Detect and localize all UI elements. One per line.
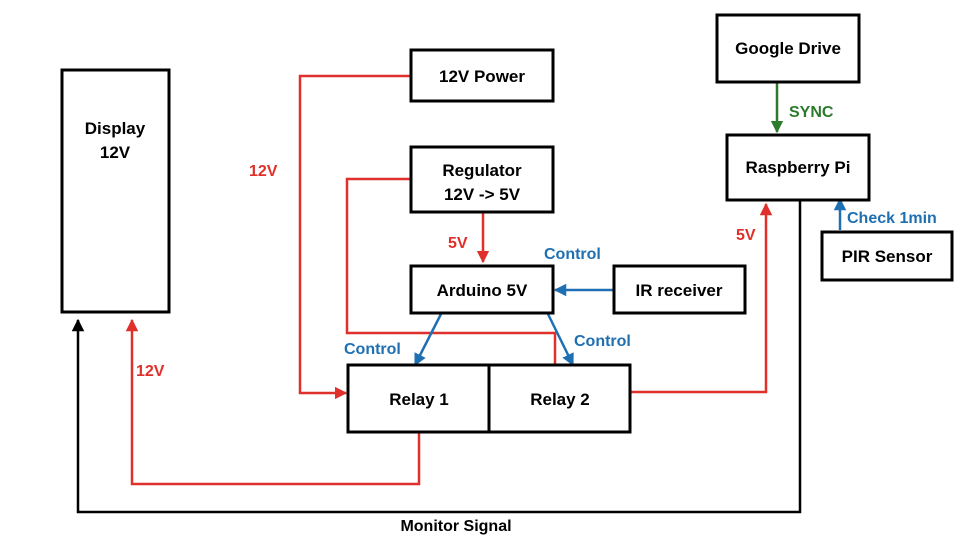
google-drive-node: Google Drive <box>715 13 861 84</box>
display-node: Display 12V <box>60 68 171 314</box>
ir-receiver-node: IR receiver <box>612 264 747 315</box>
label-pir-to-pi: Check 1min <box>847 210 937 227</box>
label-relay2-to-pi: 5V <box>736 227 756 244</box>
display-label-line2: 12V <box>100 143 131 162</box>
ir-receiver-label: IR receiver <box>636 281 723 300</box>
google-drive-label: Google Drive <box>735 39 841 58</box>
wire-arduino-to-relay1 <box>413 313 443 367</box>
relay2-node: Relay 2 <box>487 363 632 434</box>
wire-relay1-to-display <box>125 318 421 486</box>
label-drive-to-pi: SYNC <box>789 104 834 121</box>
regulator-label-line2: 12V -> 5V <box>444 185 521 204</box>
raspberry-pi-label: Raspberry Pi <box>746 158 851 177</box>
wire-relay2-to-pi <box>630 202 773 394</box>
relay1-node: Relay 1 <box>346 363 491 434</box>
label-arduino-to-relay2: Control <box>574 333 631 350</box>
relay2-label: Relay 2 <box>530 390 590 409</box>
wire-pi-to-display <box>71 201 802 514</box>
regulator-node: Regulator 12V -> 5V <box>409 145 555 214</box>
regulator-label-line1: Regulator <box>442 161 522 180</box>
label-regulator-to-arduino: 5V <box>448 235 468 252</box>
label-arduino-to-relay1: Control <box>344 341 401 358</box>
power-12v-label: 12V Power <box>439 67 525 86</box>
wire-regulator-to-relay2 <box>345 177 562 382</box>
label-power-to-relay1: 12V <box>249 163 278 180</box>
pir-sensor-node: PIR Sensor <box>820 230 954 282</box>
power-12v-node: 12V Power <box>409 48 555 103</box>
wire-power-to-relay1 <box>298 74 410 400</box>
wire-arduino-to-relay2 <box>546 313 575 367</box>
arduino-label: Arduino 5V <box>437 281 528 300</box>
label-relay1-to-display: 12V <box>136 363 165 380</box>
raspberry-pi-node: Raspberry Pi <box>725 133 871 202</box>
pir-sensor-label: PIR Sensor <box>842 247 933 266</box>
relay1-label: Relay 1 <box>389 390 449 409</box>
display-label-line1: Display <box>85 119 146 138</box>
label-ir-to-arduino: Control <box>544 246 601 263</box>
arduino-node: Arduino 5V <box>409 264 555 315</box>
label-pi-to-display: Monitor Signal <box>400 518 511 535</box>
